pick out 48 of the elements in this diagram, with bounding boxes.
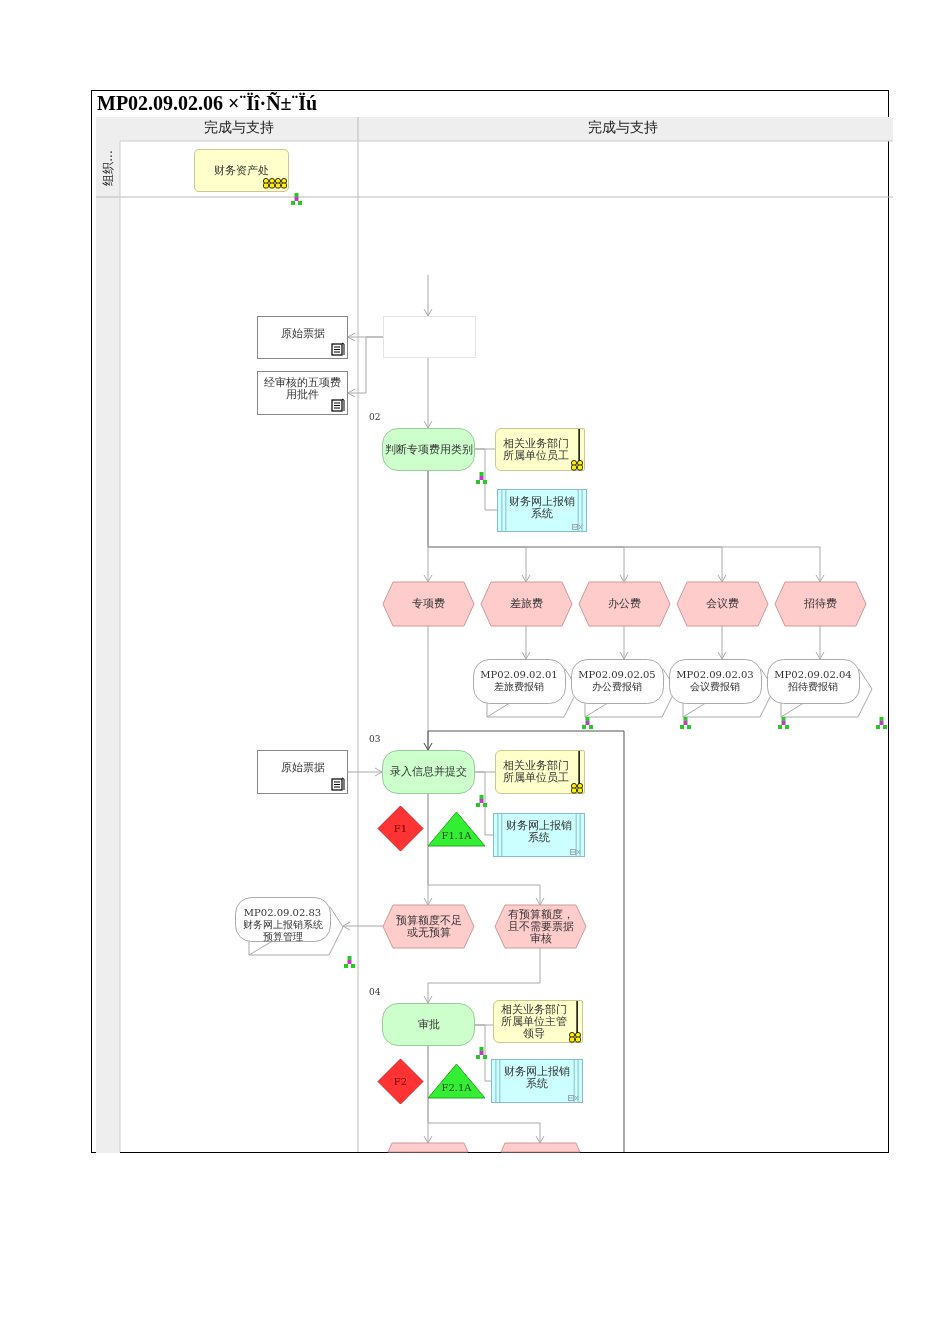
- document-box: 原始票据: [257, 750, 348, 794]
- lane-header: 完成与支持: [587, 119, 659, 137]
- connector-arrow: [521, 625, 531, 660]
- function-box: 审批: [382, 1003, 475, 1046]
- organization-box: 财务资产处: [194, 149, 289, 192]
- connector-arrow: [423, 730, 625, 1153]
- control-triangle: F2.1A: [428, 1064, 485, 1098]
- step-number: 03: [369, 734, 381, 744]
- connector-arrow: [619, 625, 629, 660]
- document-box: 原始票据: [257, 316, 348, 359]
- risk-diamond: F2: [378, 1059, 423, 1104]
- event-hexagon: 办公费: [579, 582, 670, 626]
- lane-header: 完成与支持: [203, 119, 275, 137]
- connector-arrow: [815, 625, 825, 660]
- event-hexagon: 有预算额度，且不需要票据审核: [495, 905, 586, 948]
- connector-arrow: [423, 274, 433, 317]
- connector-arrow: [427, 1045, 545, 1144]
- connector-arrow: [427, 793, 545, 906]
- role-box: 相关业务部门所属单位员工: [495, 428, 585, 471]
- event-hexagon: 会议费: [677, 582, 768, 626]
- lane-label: 组织...: [100, 150, 116, 186]
- connector-line: [474, 1024, 492, 1082]
- connector-arrow: [423, 357, 433, 429]
- connector-arrow: [717, 625, 727, 660]
- system-box: 财务网上报销系统: [497, 489, 587, 532]
- connector-arrow: [347, 767, 383, 777]
- diagram-title: MP02.09.02.06 ×¨Ïî·Ñ±¨Ïú: [97, 92, 318, 115]
- event-hexagon: 专项费: [383, 582, 474, 626]
- document-box: 经审核的五项费用批件: [257, 371, 348, 415]
- connector-line: [474, 771, 494, 836]
- role-box: 相关业务部门所属单位主管领导: [493, 1000, 583, 1043]
- event-hexagon: 预算额度不足或无预算: [383, 905, 474, 948]
- step-number: 04: [369, 987, 381, 997]
- role-box: 相关业务部门所属单位员工: [495, 750, 585, 794]
- connector-line: [474, 448, 498, 511]
- function-box: 判断专项费用类别: [382, 428, 475, 471]
- risk-diamond: F1: [378, 806, 423, 851]
- event-hexagon: 差旅费: [481, 582, 572, 626]
- system-box: 财务网上报销系统: [493, 813, 585, 857]
- function-box: 录入信息并提交: [382, 750, 475, 794]
- event-hexagon: 招待费: [775, 582, 866, 626]
- system-box: 财务网上报销系统: [491, 1059, 583, 1103]
- empty-box: [383, 316, 476, 358]
- step-number: 02: [369, 412, 381, 422]
- connector-arrow: [347, 336, 384, 398]
- connector-arrow: [423, 947, 541, 1004]
- control-triangle: F1.1A: [428, 812, 485, 846]
- connector-arrow: [342, 921, 384, 931]
